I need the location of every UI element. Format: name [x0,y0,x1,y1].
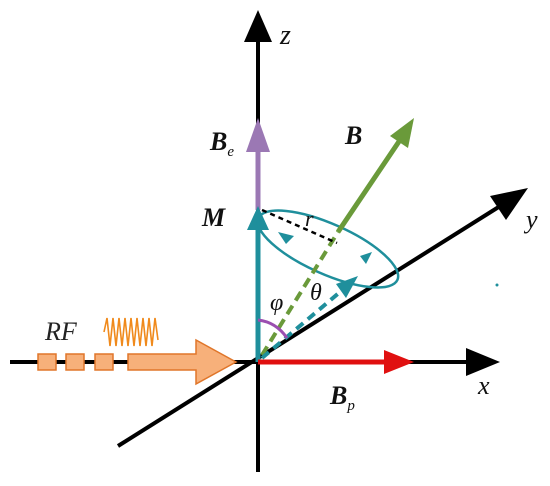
b-vector-dashed-lower [260,230,340,357]
radius-line [261,208,338,245]
precession-ellipse [256,209,400,289]
rf-pulse-block-1 [37,353,57,371]
rf-pulse-block-3 [94,353,114,371]
stray-dot [495,283,499,287]
m-label: M [201,203,226,232]
phi-label: φ [270,290,283,316]
precession-direction-arrow-right [360,252,372,264]
rf-pulse-block-2 [65,353,85,371]
precession-direction-arrow-left [278,232,294,244]
rf-pulse-arrow [127,338,238,386]
z-axis-label: z [279,20,291,51]
be-vector-arrowhead [246,118,270,152]
be-label: Be [209,127,234,160]
y-axis [116,201,507,448]
rf-wave-icon [103,317,159,347]
r-label: r [305,206,314,231]
x-axis-label: x [477,371,490,400]
b-vector [335,138,403,234]
bp-label: Bp [329,381,355,414]
projected-magnetization-arrowhead [336,276,358,298]
b-vector-arrowhead [390,118,414,148]
z-axis-arrowhead [244,10,272,42]
projected-magnetization [260,290,342,360]
y-axis-arrowhead [490,188,528,220]
theta-label: θ [310,280,322,306]
x-axis-arrowhead [466,348,500,376]
phi-angle-arc [257,318,289,339]
b-label: B [344,121,362,150]
rf-label: RF [44,317,78,346]
bp-vector-arrowhead [384,350,414,374]
y-axis-label: y [523,205,538,234]
